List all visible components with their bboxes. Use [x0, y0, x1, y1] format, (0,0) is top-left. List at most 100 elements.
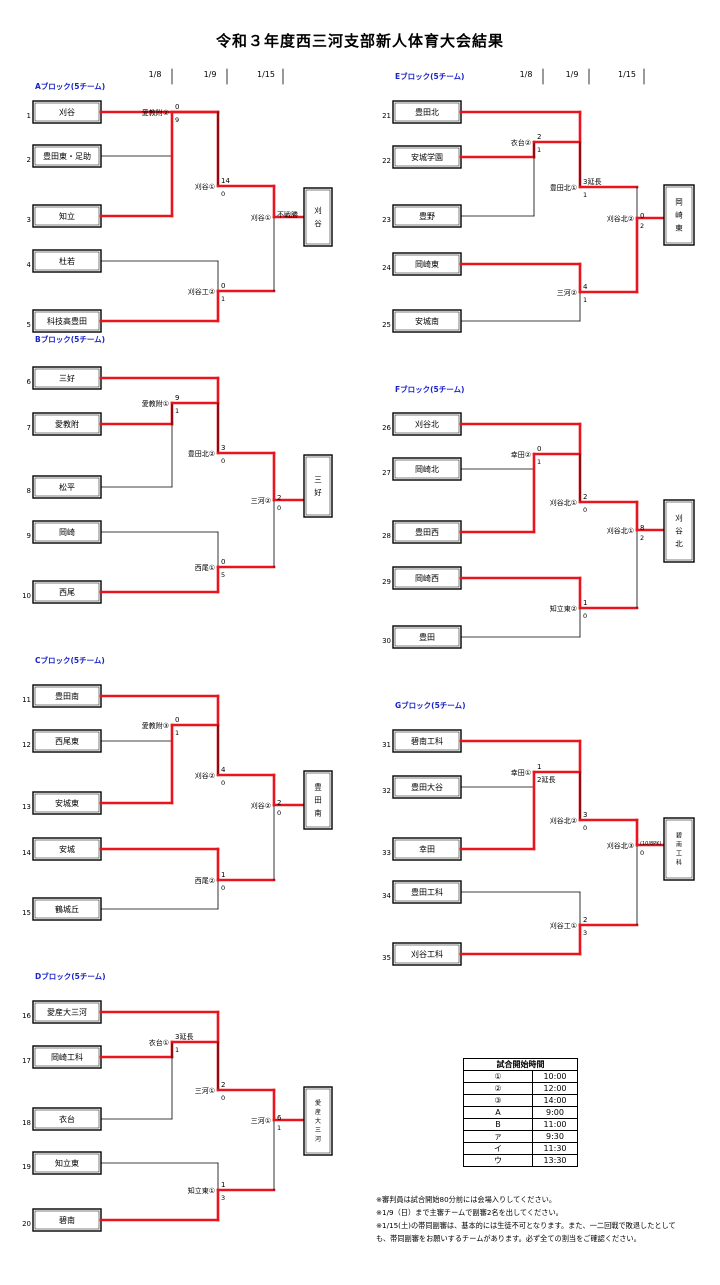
team-name: 安城南 — [415, 316, 439, 326]
team-number: 5 — [27, 321, 31, 329]
schedule-key: ② — [463, 1082, 533, 1095]
match-score-top: 3 — [583, 811, 587, 819]
team-number: 35 — [382, 954, 391, 962]
team-number: 11 — [22, 696, 31, 704]
match-score-top: 0 — [175, 103, 179, 111]
schedule-key: A — [463, 1106, 533, 1119]
match-score-top: 9 — [175, 394, 179, 402]
team-name: 豊田東・足助 — [43, 151, 91, 161]
team-box-inner — [394, 311, 460, 331]
team-number: 12 — [22, 741, 31, 749]
champion-name: 南 — [676, 841, 682, 849]
team-box-inner — [34, 206, 100, 226]
team-name: 安城東 — [55, 798, 79, 808]
match-score-top: 1 — [221, 871, 225, 879]
team-name: 岡崎東 — [415, 259, 439, 269]
schedule-time: 11:30 — [532, 1142, 578, 1155]
match-score-top: 不戦勝 — [277, 210, 298, 219]
block-label-F: Fブロック(5チーム) — [395, 384, 464, 394]
team-number: 19 — [22, 1163, 31, 1171]
match-score-top: 3 — [221, 444, 225, 452]
team-number: 30 — [382, 637, 391, 645]
match-score-top: 0 — [175, 716, 179, 724]
team-name: 豊田工科 — [411, 887, 443, 897]
champion-box — [663, 499, 695, 563]
team-name: 豊田北 — [415, 107, 439, 117]
team-box-inner — [394, 459, 460, 479]
team-box-inner — [34, 1210, 100, 1230]
match-score-top: 0 — [221, 558, 225, 566]
schedule-key: B — [463, 1118, 533, 1131]
team-box-inner — [34, 793, 100, 813]
champion-name: 岡 — [675, 198, 683, 207]
champion-box — [303, 770, 333, 830]
champion-box-inner — [665, 819, 693, 879]
match-score-bottom: 0 — [221, 190, 225, 198]
champion-name: 好 — [314, 487, 322, 497]
match-venue: 愛教附③ — [142, 721, 169, 730]
match-venue: 衣台① — [149, 1038, 169, 1047]
team-name: 岡崎 — [59, 527, 75, 537]
team-name: 幸田 — [419, 845, 435, 854]
match-score-top: (10/8PK) — [640, 841, 661, 847]
team-box-inner — [34, 582, 100, 602]
champion-box — [663, 184, 695, 246]
block-label-G: Gブロック(5チーム) — [395, 700, 466, 710]
champion-name: 工 — [676, 851, 682, 858]
match-score-top: 3延長 — [583, 177, 601, 186]
match-score-bottom: 1 — [583, 296, 587, 304]
champion-name: 三 — [315, 1127, 321, 1134]
champion-name: 田 — [314, 796, 322, 805]
match-score-top: 0 — [640, 212, 644, 220]
match-venue: 刈谷工② — [188, 287, 215, 296]
team-box-inner — [34, 477, 100, 497]
team-box-inner — [34, 1153, 100, 1173]
match-venue: 三河② — [557, 289, 577, 297]
match-score-bottom: 3 — [221, 1194, 225, 1202]
team-name: 西尾東 — [55, 736, 79, 746]
champion-box-inner — [665, 501, 693, 561]
team-box-inner — [394, 731, 460, 751]
champion-name: 刈 — [314, 205, 322, 215]
champion-box-inner — [305, 1088, 331, 1154]
team-box-inner — [34, 1002, 100, 1022]
match-venue: 愛教附② — [142, 108, 169, 117]
team-name: 刈谷工科 — [411, 949, 443, 959]
champion-name: 碧 — [676, 832, 682, 840]
team-number: 8 — [27, 487, 31, 495]
champion-name: 谷 — [675, 527, 683, 536]
champion-name: 東 — [675, 223, 683, 233]
schedule-key: ③ — [463, 1094, 533, 1107]
team-name: 碧南 — [59, 1215, 75, 1225]
champion-name: 谷 — [314, 219, 322, 228]
champion-name: 産 — [315, 1108, 321, 1116]
match-score-bottom: 3 — [583, 929, 587, 937]
champion-box-inner — [305, 189, 331, 245]
team-name: 岡崎北 — [415, 464, 439, 474]
match-score-bottom: 1 — [537, 146, 541, 154]
team-number: 34 — [382, 892, 391, 900]
match-score-bottom: 5 — [221, 571, 225, 579]
team-name: 杜若 — [59, 256, 75, 266]
schedule-key: ① — [463, 1070, 533, 1083]
match-venue: 刈谷② — [195, 771, 215, 780]
schedule-key: ァ — [463, 1130, 533, 1143]
notes: ※審判員は試合開始80分前には会場入りしてください。※1/9（日）まで主審チーム… — [376, 1193, 676, 1245]
team-number: 14 — [22, 849, 31, 857]
champion-name: 三 — [314, 475, 322, 484]
match-score-top: 0 — [537, 445, 541, 453]
note-line: ※審判員は試合開始80分前には会場入りしてください。 — [376, 1195, 557, 1204]
match-venue: 刈谷北① — [607, 526, 634, 535]
team-box-inner — [34, 899, 100, 919]
team-name: 愛産大三河 — [47, 1007, 87, 1017]
match-score-bottom: 1 — [277, 1124, 281, 1132]
match-score-bottom: 1 — [175, 729, 179, 737]
team-box-inner — [34, 1109, 100, 1129]
team-name: 科技高豊田 — [47, 316, 87, 326]
champion-box — [303, 187, 333, 247]
round-header-2: 1/9 — [566, 70, 579, 79]
match-score-top: 2 — [221, 1081, 225, 1089]
match-score-top: 14 — [221, 177, 230, 185]
